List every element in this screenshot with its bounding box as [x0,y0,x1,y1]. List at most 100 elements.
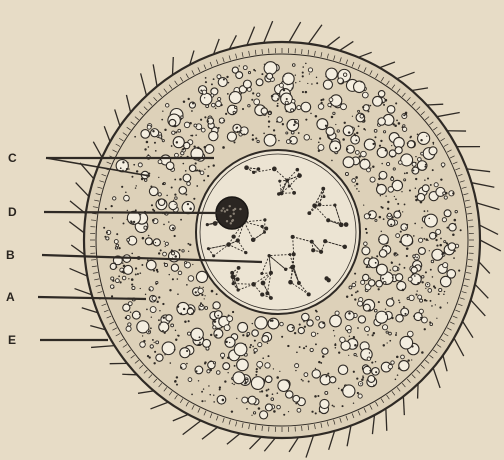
cytoplasm-granule [337,130,339,132]
cytoplasm-speck [149,289,151,291]
cytoplasm-speck [302,72,304,74]
cytoplasm-speck [243,133,245,135]
cytoplasm-granule [358,394,362,398]
cytoplasm-speck [254,352,256,354]
cytoplasm-speck [446,242,448,244]
cytoplasm-speck [458,270,460,272]
cytoplasm-speck [133,221,135,223]
cytoplasm-speck [169,362,171,364]
cytoplasm-granule [434,183,438,187]
cytoplasm-granule [302,313,309,320]
cytoplasm-granule [106,237,109,240]
cytoplasm-speck [362,106,364,108]
cytoplasm-speck [354,185,355,186]
cytoplasm-granule [202,90,206,94]
cytoplasm-speck [277,98,278,99]
cytoplasm-speck [370,167,371,168]
label-e: E [8,334,16,346]
cytoplasm-granule [132,286,135,289]
cytoplasm-speck [267,355,269,357]
cytoplasm-speck [331,116,334,119]
cytoplasm-granule [166,315,172,321]
cytoplasm-speck [187,203,189,205]
cytoplasm-speck [333,330,334,331]
cytoplasm-speck [104,236,106,238]
cytoplasm-granule [152,296,156,300]
cytoplasm-speck [267,343,268,344]
cytoplasm-speck [423,238,425,240]
cytoplasm-speck [335,343,337,345]
cytoplasm-speck [200,119,202,121]
cytoplasm-speck [372,166,374,168]
cytoplasm-granule [252,330,259,337]
cytoplasm-granule [187,332,190,335]
cytoplasm-speck [114,263,116,265]
cytoplasm-granule [373,96,383,106]
cytoplasm-speck [191,135,193,137]
cytoplasm-speck [359,155,361,157]
cytoplasm-speck [429,250,430,251]
cytoplasm-speck [355,135,356,136]
cytoplasm-speck [387,342,388,343]
cytoplasm-speck [207,175,209,177]
cytoplasm-granule [362,92,368,98]
cytoplasm-speck [430,300,432,302]
cytoplasm-granule [352,179,356,183]
cytoplasm-speck [356,132,358,134]
cytoplasm-speck [241,130,242,131]
cytoplasm-speck [121,186,123,188]
chromatin-knot [296,168,300,172]
cytoplasm-granule [253,412,255,414]
cytoplasm-speck [427,210,429,212]
cytoplasm-speck [194,339,196,341]
cytoplasm-speck [443,293,445,295]
cytoplasm-speck [233,384,235,386]
cytoplasm-speck [454,250,456,252]
cytoplasm-speck [195,162,197,164]
cytoplasm-speck [135,267,137,269]
cytoplasm-speck [148,146,150,148]
cytoplasm-speck [147,355,149,357]
cytoplasm-granule [169,201,177,209]
cytoplasm-granule [127,238,130,241]
cytoplasm-speck [200,148,202,150]
cytoplasm-speck [315,310,317,312]
cytoplasm-granule [178,129,181,132]
cytoplasm-speck [213,164,215,166]
cytoplasm-speck [420,139,422,141]
cytoplasm-speck [213,401,215,403]
nucleolus-granule [232,219,234,221]
cytoplasm-granule [328,103,332,107]
cytoplasm-speck [183,145,185,147]
cytoplasm-speck [363,128,365,130]
cytoplasm-granule [216,101,222,107]
cytoplasm-speck [385,245,387,247]
cytoplasm-speck [276,121,278,123]
cytoplasm-granule [316,316,320,320]
cytoplasm-speck [360,383,361,384]
cytoplasm-speck [174,204,175,205]
cytoplasm-speck [320,362,322,364]
cytoplasm-speck [227,372,228,373]
cytoplasm-granule [205,145,214,154]
cytoplasm-granule [248,396,256,404]
cytoplasm-granule [326,68,338,80]
cytoplasm-speck [353,403,354,404]
cytoplasm-speck [256,371,258,373]
cytoplasm-speck [191,110,193,112]
cytoplasm-speck [354,344,357,347]
cytoplasm-granule [188,276,194,282]
cytoplasm-granule [374,129,377,132]
cytoplasm-speck [158,296,160,298]
cytoplasm-speck [327,373,329,375]
cytoplasm-speck [348,312,351,315]
cytoplasm-speck [164,129,166,131]
cytoplasm-speck [314,395,317,398]
cytoplasm-speck [215,334,217,336]
cytoplasm-granule [354,81,365,92]
cytoplasm-speck [153,362,155,364]
cytoplasm-granule [407,141,414,148]
cytoplasm-granule [227,316,233,322]
cytoplasm-granule [126,326,131,331]
cytoplasm-speck [395,198,397,200]
